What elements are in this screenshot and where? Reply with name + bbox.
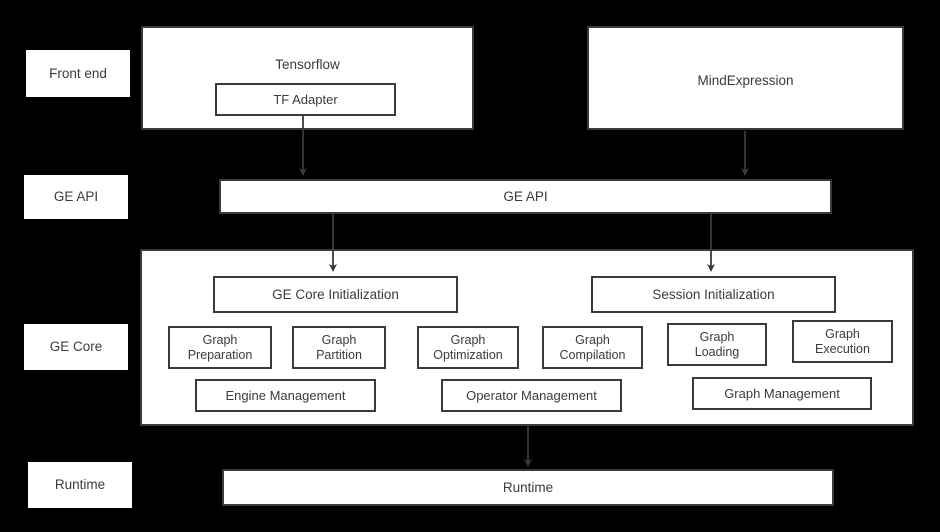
runtime-bar[interactable]: Runtime — [222, 469, 834, 506]
ge-api-bar-label: GE API — [503, 188, 548, 204]
stage-label-ge-core-text: GE Core — [49, 339, 103, 355]
frontend-tensorflow-title: Tensorflow — [275, 57, 340, 72]
management-graph[interactable]: Graph Management — [692, 377, 872, 410]
stage-label-front-end: Front end — [26, 50, 130, 97]
stage-label-runtime-text: Runtime — [54, 477, 106, 493]
management-graph-label: Graph Management — [724, 385, 840, 401]
frontend-tf-adapter-box[interactable]: TF Adapter — [215, 83, 396, 116]
ge-core-initialization-box[interactable]: GE Core Initialization — [213, 276, 458, 313]
stage-label-ge-api-text: GE API — [53, 189, 99, 205]
management-operator-label: Operator Management — [466, 387, 597, 403]
module-graph-partition[interactable]: Graph Partition — [292, 326, 386, 369]
module-graph-execution[interactable]: Graph Execution — [792, 320, 893, 363]
module-graph-preparation-label: Graph Preparation — [187, 332, 253, 362]
runtime-bar-label: Runtime — [502, 479, 554, 495]
module-graph-loading-label: Graph Loading — [694, 329, 740, 359]
session-initialization-box[interactable]: Session Initialization — [591, 276, 836, 313]
module-graph-partition-label: Graph Partition — [316, 332, 362, 362]
ge-core-initialization-label: GE Core Initialization — [272, 286, 399, 302]
module-graph-optimization-label: Graph Optimization — [433, 332, 503, 362]
stage-label-front-end-text: Front end — [49, 65, 107, 81]
module-graph-preparation[interactable]: Graph Preparation — [168, 326, 272, 369]
frontend-mindexpression-group: MindExpression — [587, 26, 904, 130]
stage-label-ge-core: GE Core — [24, 324, 128, 370]
module-graph-loading[interactable]: Graph Loading — [667, 323, 767, 366]
module-graph-compilation-label: Graph Compilation — [559, 332, 626, 362]
module-graph-optimization[interactable]: Graph Optimization — [417, 326, 519, 369]
frontend-mindexpression-title: MindExpression — [697, 73, 794, 88]
module-graph-compilation[interactable]: Graph Compilation — [542, 326, 643, 369]
management-engine[interactable]: Engine Management — [195, 379, 376, 412]
management-operator[interactable]: Operator Management — [441, 379, 622, 412]
frontend-tensorflow-group: Tensorflow TF Adapter — [141, 26, 474, 130]
ge-core-container: GE Core Initialization Session Initializ… — [140, 249, 914, 426]
session-initialization-label: Session Initialization — [652, 286, 775, 302]
frontend-tf-adapter-label: TF Adapter — [273, 91, 338, 107]
management-engine-label: Engine Management — [225, 387, 346, 403]
module-graph-execution-label: Graph Execution — [815, 326, 870, 356]
ge-api-bar[interactable]: GE API — [219, 179, 832, 214]
stage-label-ge-api: GE API — [24, 175, 128, 219]
stage-label-runtime: Runtime — [28, 462, 132, 508]
